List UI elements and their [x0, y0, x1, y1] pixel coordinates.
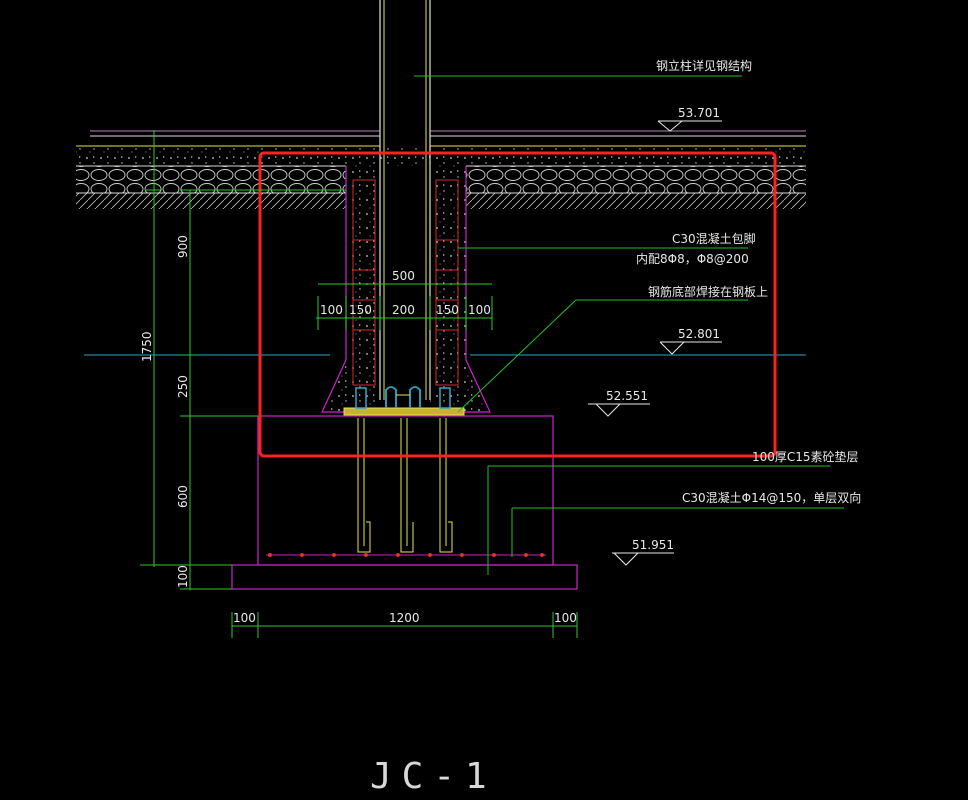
drawing-title: JC-1 — [370, 756, 497, 797]
footing — [231, 415, 578, 590]
leader-lines — [414, 75, 844, 575]
dim-column-width: 200 — [392, 303, 415, 317]
dim-total-depth: 1750 — [140, 331, 154, 362]
dim-wrap-left-edge: 100 — [320, 303, 343, 317]
ground-layers — [76, 130, 806, 209]
water-level-elevation: 52.801 — [678, 327, 720, 341]
dim-depth-600: 600 — [176, 485, 190, 508]
dim-depth-900: 900 — [176, 235, 190, 258]
dim-wrap-width: 500 — [392, 269, 415, 283]
footing-label: C30混凝土Φ14@150，单层双向 — [682, 490, 861, 505]
reinforcement-label: 内配8Φ8，Φ8@200 — [636, 252, 749, 266]
dimension-lines — [140, 130, 578, 638]
elevation-markers — [588, 120, 722, 566]
dim-wrap-right-edge: 100 — [468, 303, 491, 317]
dim-depth-250: 250 — [176, 375, 190, 398]
top-grade-elevation: 53.701 — [678, 106, 720, 120]
concrete-wrap-label: C30混凝土包脚 — [672, 231, 756, 246]
rebar-weld-label: 钢筋底部焊接在钢板上 — [648, 284, 768, 299]
concrete-wrap — [321, 166, 491, 413]
dim-wrap-left-side: 150 — [349, 303, 372, 317]
dim-base-left: 100 — [233, 611, 256, 625]
dim-base-right: 100 — [554, 611, 577, 625]
steel-column — [379, 0, 431, 400]
base-plate-elevation: 52.551 — [606, 389, 648, 403]
footing-bottom-elevation: 51.951 — [632, 538, 674, 552]
dim-depth-100: 100 — [176, 565, 190, 588]
dim-wrap-right-side: 150 — [436, 303, 459, 317]
column-note-label: 钢立柱详见钢结构 — [656, 58, 752, 73]
cushion-label: 100厚C15素砼垫层 — [752, 449, 859, 464]
highlight-box — [258, 151, 777, 458]
base-plate — [343, 386, 465, 416]
dim-base-width: 1200 — [389, 611, 420, 625]
